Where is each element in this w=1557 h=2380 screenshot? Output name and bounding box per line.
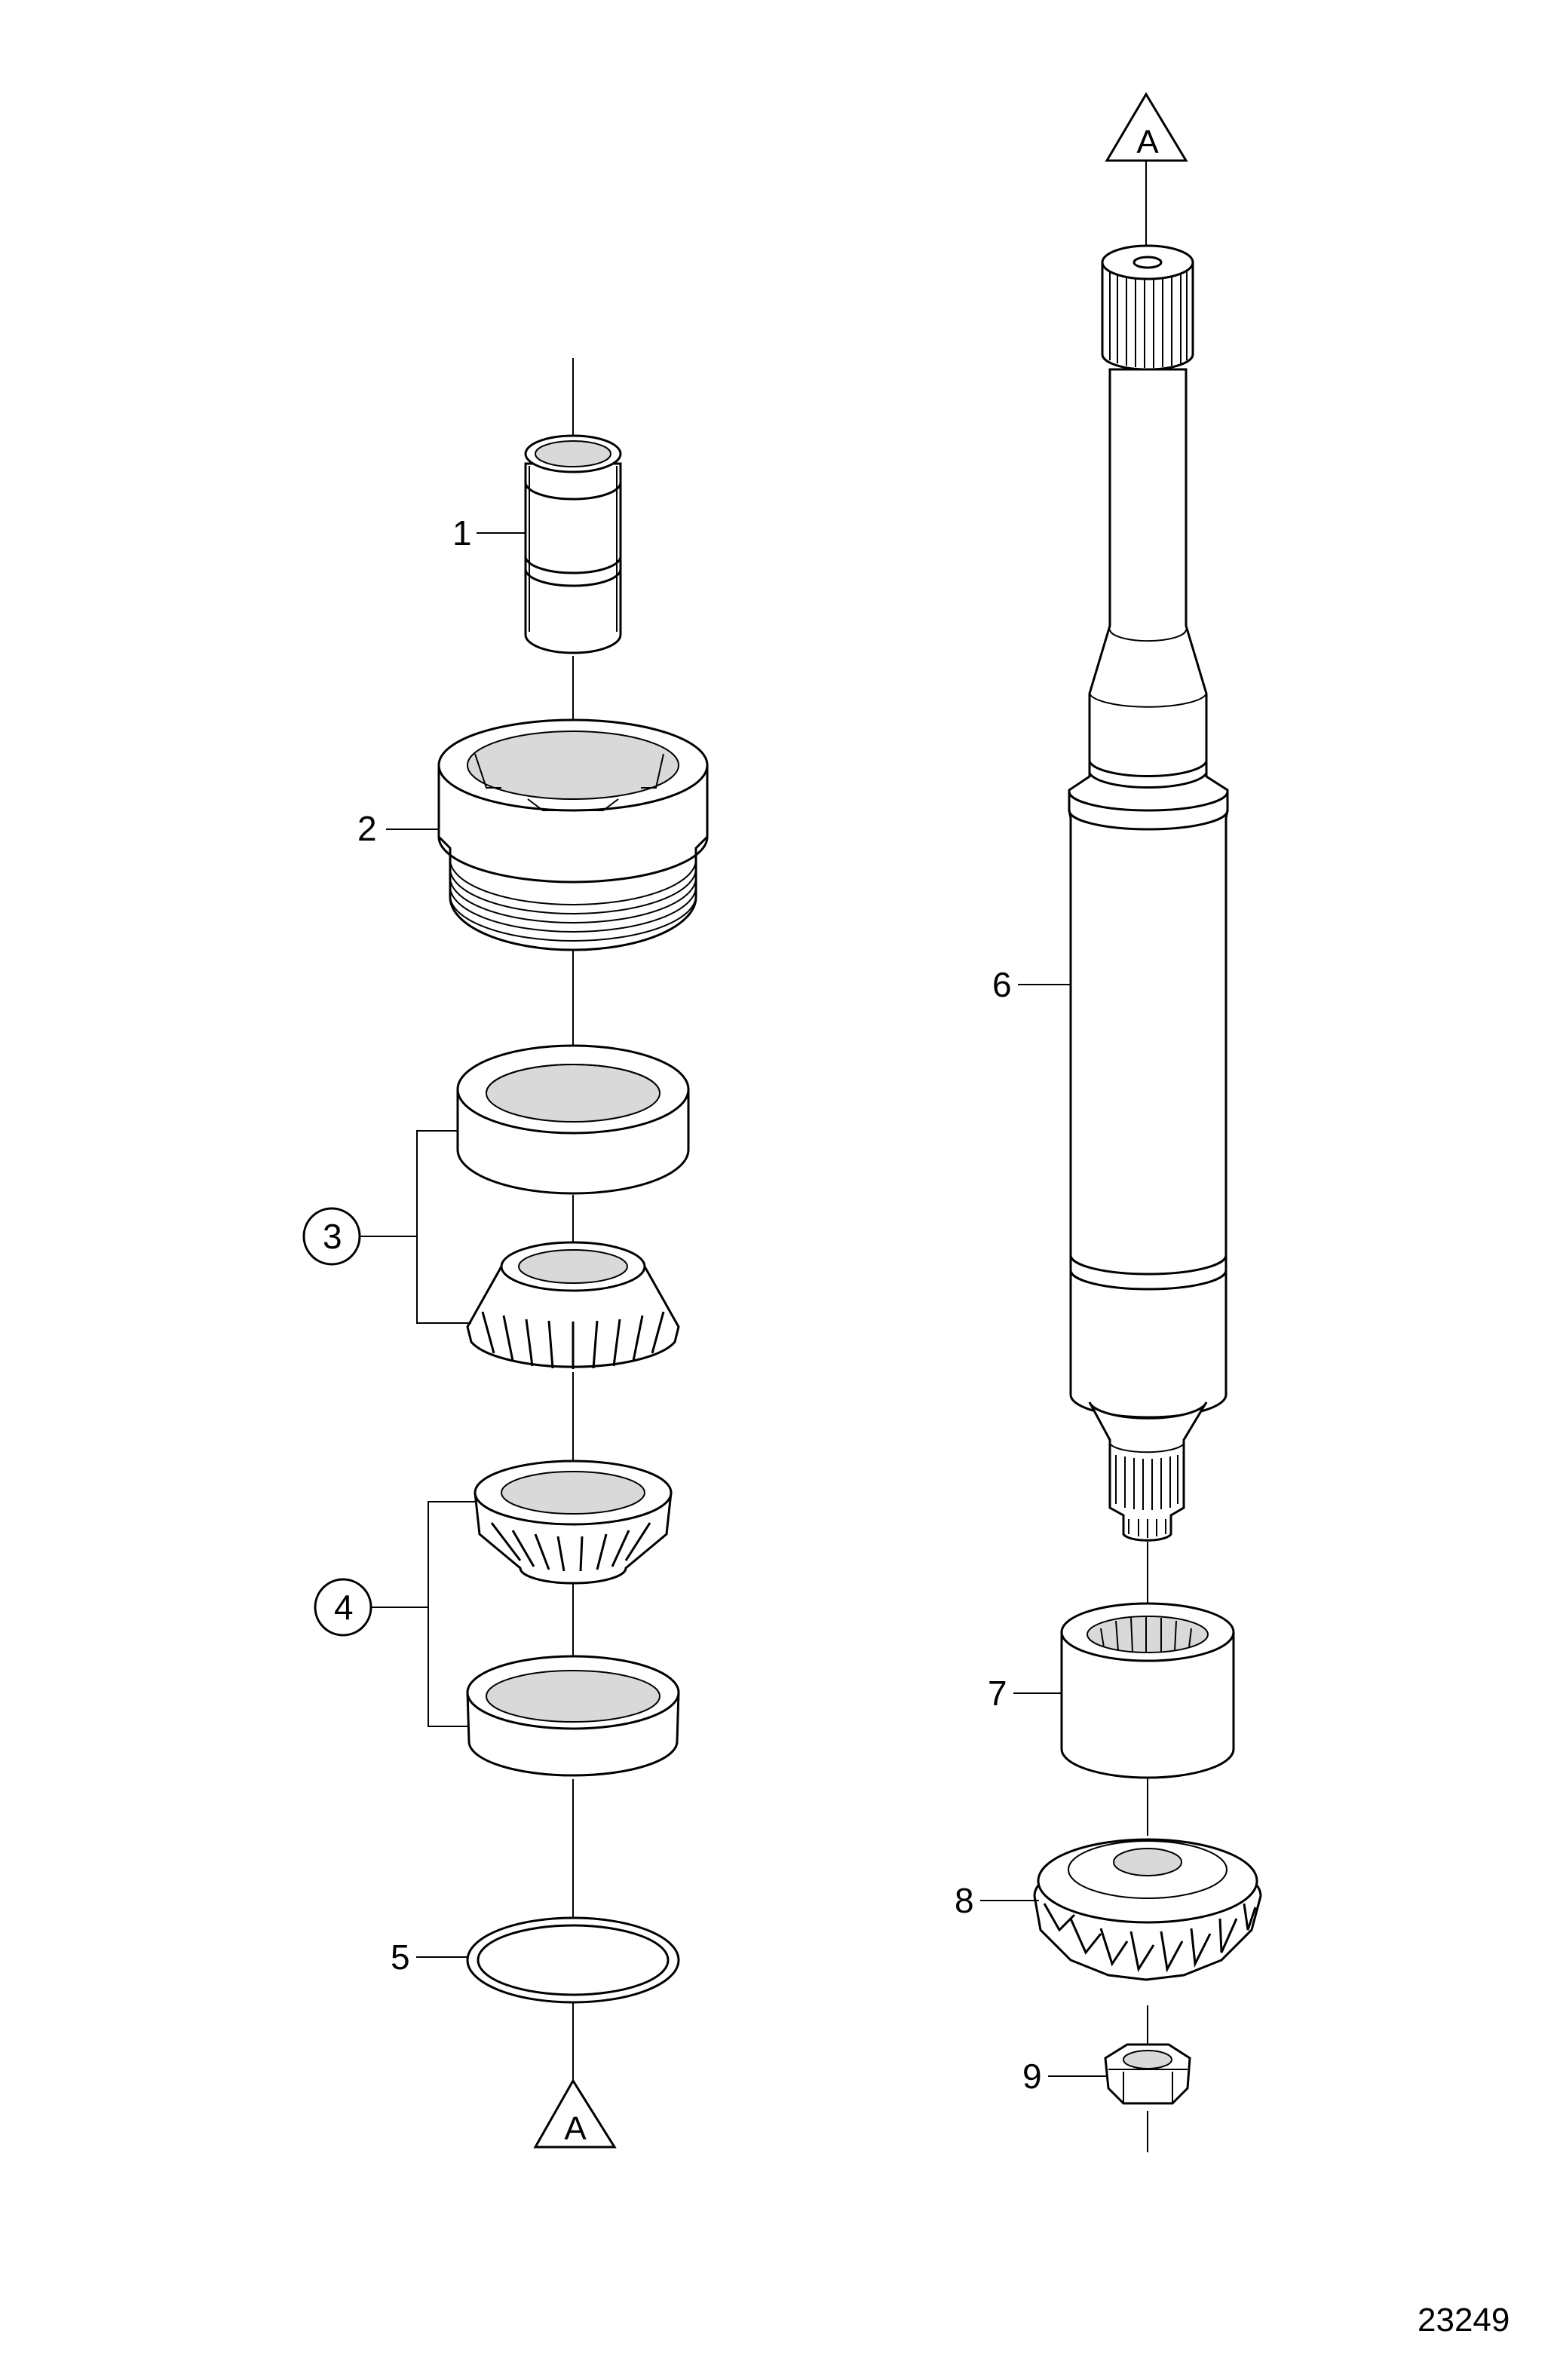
part-1-sleeve [524, 434, 622, 654]
svg-text:8: 8 [955, 1881, 974, 1920]
callout-8: 8 [955, 1881, 1039, 1920]
connector-a-label: A [564, 2110, 587, 2147]
part-9-nut [1104, 2043, 1191, 2105]
svg-text:7: 7 [988, 1674, 1007, 1713]
callout-6: 6 [992, 965, 1071, 1004]
callout-2: 2 [357, 809, 439, 848]
connector-a-label: A [1136, 124, 1159, 161]
part-4-bearing-cup [466, 1655, 680, 1777]
svg-text:6: 6 [992, 965, 1012, 1004]
callout-3: 3 [302, 1130, 471, 1324]
svg-text:2: 2 [357, 809, 377, 848]
part-5-ring [466, 1916, 680, 2004]
svg-text:1: 1 [452, 513, 472, 553]
part-7-needle-bearing [1060, 1602, 1235, 1779]
part-2-ring-nut [437, 718, 709, 951]
part-4-bearing-cone [474, 1460, 673, 1585]
callout-1: 1 [452, 513, 526, 553]
svg-text:4: 4 [334, 1588, 354, 1627]
callout-5: 5 [391, 1937, 467, 1977]
callout-7: 7 [988, 1674, 1062, 1713]
svg-text:3: 3 [323, 1217, 342, 1256]
callout-9: 9 [1022, 2057, 1107, 2096]
figure-number: 23249 [1418, 2302, 1509, 2339]
svg-text:9: 9 [1022, 2057, 1042, 2096]
part-6-pinion-shaft [1068, 244, 1229, 1542]
part-3-bearing-cup [456, 1044, 690, 1195]
part-3-bearing-cone [466, 1241, 680, 1369]
part-8-bevel-gear [1033, 1838, 1262, 1981]
svg-text:5: 5 [391, 1937, 410, 1977]
callout-4: 4 [314, 1501, 475, 1727]
connector-a-top-right: A [1105, 92, 1188, 262]
connector-a-bottom-left: A [533, 2078, 617, 2149]
